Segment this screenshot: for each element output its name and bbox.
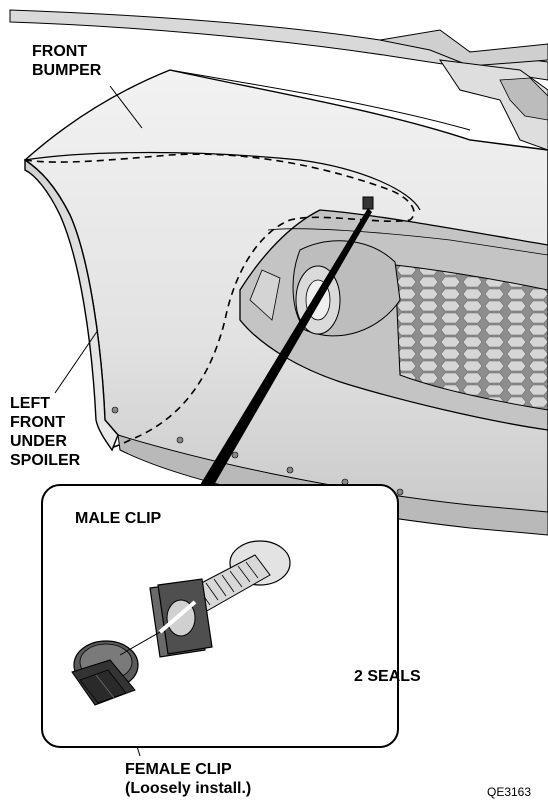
- left-front-under-spoiler: [24, 158, 119, 452]
- spoiler-outline-dashed: [24, 153, 415, 449]
- under-spoiler-label: LEFT FRONT UNDER SPOILER: [10, 395, 81, 469]
- front-bumper-leader: [109, 85, 143, 129]
- seals-part: [149, 578, 213, 658]
- upper-structure: [9, 9, 548, 201]
- under-spoiler-leader: [54, 329, 99, 394]
- detail-box: [41, 484, 399, 748]
- female-clip-part: [71, 631, 161, 706]
- callout-wedge: [200, 208, 372, 485]
- male-clip-label: MALE CLIP: [75, 510, 162, 527]
- clip-location-marker: [362, 196, 374, 210]
- female-clip-label: FEMALE CLIP (Loosely install.): [125, 761, 252, 797]
- front-bumper-label: FRONT BUMPER: [32, 43, 102, 79]
- figure-code: QE3163: [487, 785, 532, 799]
- two-seals-label: 2 SEALS: [354, 668, 421, 685]
